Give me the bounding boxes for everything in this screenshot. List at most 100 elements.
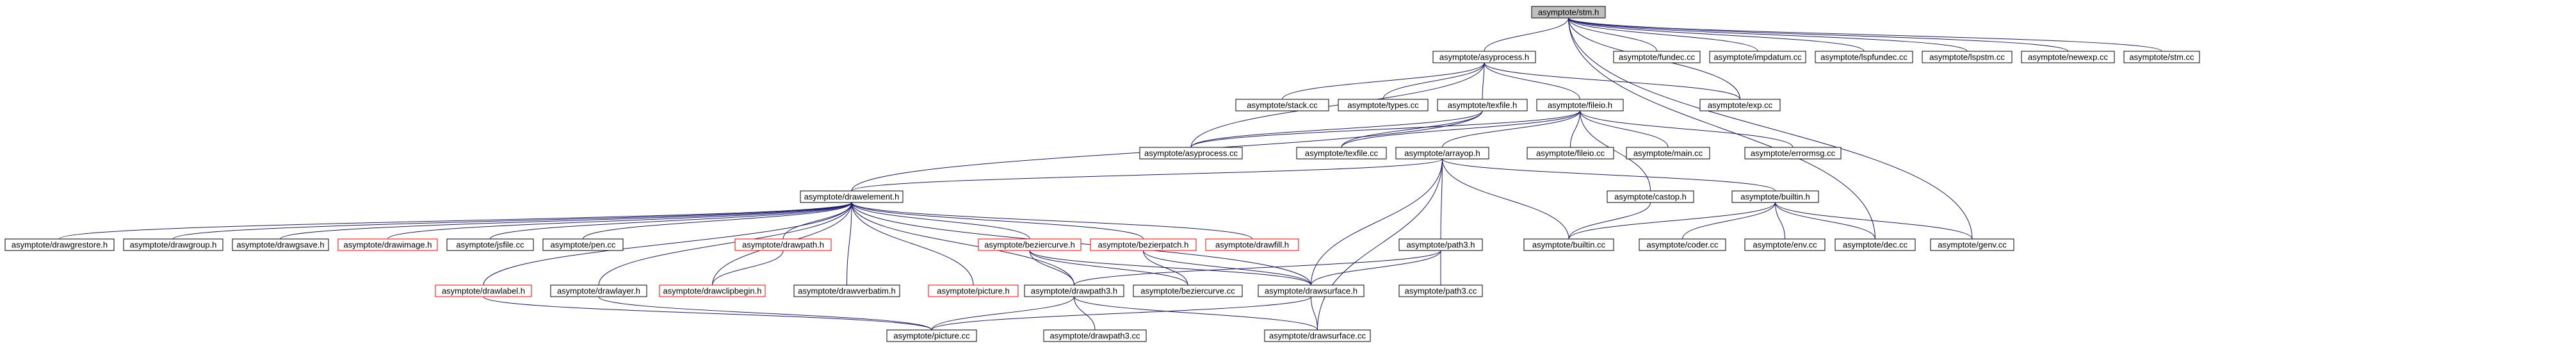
graph-node-label: asymptote/arrayop.h <box>1404 149 1480 158</box>
graph-node-box <box>550 284 647 297</box>
graph-node-beziercurve-h[interactable]: asymptote/beziercurve.h <box>978 238 1081 251</box>
graph-node-picture-cc[interactable]: asymptote/picture.cc <box>886 329 977 342</box>
graph-node-box <box>446 238 534 251</box>
graph-edge-newexp-cc-to-stm-h <box>1566 13 2068 52</box>
graph-node-asyprocess-cc[interactable]: asymptote/asyprocess.cc <box>1139 147 1243 160</box>
graph-node-exp-cc[interactable]: asymptote/exp.cc <box>1699 99 1781 111</box>
graph-node-drawfill-h[interactable]: asymptote/drawfill.h <box>1205 238 1299 251</box>
graph-node-bezierpatch-h[interactable]: asymptote/bezierpatch.h <box>1090 238 1197 251</box>
graph-node-drawsurface-h[interactable]: asymptote/drawsurface.h <box>1258 284 1365 297</box>
graph-node-label: asymptote/fundec.cc <box>1619 53 1696 62</box>
graph-node-builtin-cc[interactable]: asymptote/builtin.cc <box>1523 238 1614 251</box>
graph-edge-fileio-h-to-asyprocess-h <box>1482 58 1580 100</box>
graph-node-label: asymptote/drawpath3.h <box>1031 286 1117 296</box>
graph-edge-drawpath3-h-to-path3-h <box>1074 246 1443 286</box>
graph-node-texfile-cc[interactable]: asymptote/texfile.cc <box>1296 147 1387 160</box>
graph-edge-drawclipbegin-h-to-drawpath-h <box>712 246 786 286</box>
graph-node-label: asymptote/main.cc <box>1633 149 1703 158</box>
graph-edge-texfile-h-to-asyprocess-h <box>1482 58 1487 100</box>
graph-node-fundec-cc[interactable]: asymptote/fundec.cc <box>1613 51 1701 63</box>
graph-node-drawlabel-h[interactable]: asymptote/drawlabel.h <box>435 284 532 297</box>
graph-node-box <box>2021 51 2115 63</box>
graph-node-castop-h[interactable]: asymptote/castop.h <box>1607 190 1694 203</box>
graph-node-stm-h[interactable]: asymptote/stm.h <box>1531 6 1606 19</box>
graph-edge-picture-h-to-drawelement-h <box>849 198 974 286</box>
graph-node-arrayop-h[interactable]: asymptote/arrayop.h <box>1395 147 1489 160</box>
graph-node-drawverbatim-h[interactable]: asymptote/drawverbatim.h <box>793 284 900 297</box>
graph-node-label: asymptote/builtin.cc <box>1532 240 1606 250</box>
graph-node-dec-cc[interactable]: asymptote/dec.cc <box>1835 238 1916 251</box>
graph-node-jsfile-cc[interactable]: asymptote/jsfile.cc <box>446 238 534 251</box>
graph-node-drawgroup-h[interactable]: asymptote/drawgroup.h <box>123 238 223 251</box>
graph-node-box <box>734 238 832 251</box>
graph-node-box <box>1531 6 1606 19</box>
graph-node-stm-cc[interactable]: asymptote/stm.cc <box>2123 51 2200 63</box>
graph-node-errormsg-cc[interactable]: asymptote/errormsg.cc <box>1744 147 1842 160</box>
graph-node-builtin-h[interactable]: asymptote/builtin.h <box>1731 190 1819 203</box>
graph-node-stack-cc[interactable]: asymptote/stack.cc <box>1235 99 1329 111</box>
graph-node-pen-cc[interactable]: asymptote/pen.cc <box>542 238 624 251</box>
graph-node-box <box>1639 238 1726 251</box>
graph-node-box <box>886 329 977 342</box>
graph-edge-picture-cc-to-drawlabel-h <box>481 292 932 331</box>
graph-edge-drawgroup-h-to-drawelement-h <box>173 198 854 240</box>
graph-node-picture-h[interactable]: asymptote/picture.h <box>928 284 1019 297</box>
graph-node-label: asymptote/drawgroup.h <box>130 240 217 250</box>
graph-node-label: asymptote/fileio.cc <box>1536 149 1605 158</box>
graph-edge-drawsurface-cc-to-drawpath3-h <box>1071 292 1318 331</box>
graph-node-box <box>800 190 903 203</box>
graph-node-box <box>1699 99 1781 111</box>
graph-edge-drawpath3-h-to-drawelement-h <box>849 198 1074 286</box>
graph-edge-main-cc-to-fileio-h <box>1577 106 1669 148</box>
graph-node-main-cc[interactable]: asymptote/main.cc <box>1626 147 1710 160</box>
graph-edge-texfile-cc-to-fileio-h <box>1341 106 1583 148</box>
graph-node-beziercurve-cc[interactable]: asymptote/beziercurve.cc <box>1133 284 1243 297</box>
graph-node-newexp-cc[interactable]: asymptote/newexp.cc <box>2021 51 2115 63</box>
graph-edge-beziercurve-cc-to-bezierpatch-h <box>1140 246 1188 286</box>
graph-edge-asyprocess-h-to-stm-h <box>1484 13 1571 52</box>
graph-node-asyprocess-h[interactable]: asymptote/asyprocess.h <box>1432 51 1536 63</box>
graph-node-label: asymptote/asyprocess.cc <box>1144 149 1238 158</box>
graph-node-impdatum-cc[interactable]: asymptote/impdatum.cc <box>1709 51 1806 63</box>
graph-node-fileio-cc[interactable]: asymptote/fileio.cc <box>1527 147 1614 160</box>
graph-node-types-cc[interactable]: asymptote/types.cc <box>1338 99 1429 111</box>
graph-node-drawsurface-cc[interactable]: asymptote/drawsurface.cc <box>1264 329 1371 342</box>
graph-node-box <box>1395 147 1489 160</box>
graph-node-drawlayer-h[interactable]: asymptote/drawlayer.h <box>550 284 647 297</box>
graph-node-lspstm-cc[interactable]: asymptote/lspstm.cc <box>1922 51 2013 63</box>
graph-node-drawpath3-h[interactable]: asymptote/drawpath3.h <box>1024 284 1124 297</box>
node-layer: asymptote/stm.h asymptote/asyprocess.h asy… <box>4 6 2200 342</box>
graph-edge-drawlayer-h-to-drawelement-h <box>598 198 854 286</box>
graph-edge-texfile-cc-to-texfile-h <box>1341 106 1485 148</box>
graph-node-path3-h[interactable]: asymptote/path3.h <box>1398 238 1483 251</box>
graph-edge-drawsurface-h-to-drawelement-h <box>849 198 1311 286</box>
graph-node-drawgsave-h[interactable]: asymptote/drawgsave.h <box>232 238 329 251</box>
graph-node-path3-cc[interactable]: asymptote/path3.cc <box>1398 284 1483 297</box>
graph-node-box <box>337 238 438 251</box>
graph-edge-drawverbatim-h-to-drawelement-h <box>847 198 854 286</box>
graph-node-env-cc[interactable]: asymptote/env.cc <box>1744 238 1826 251</box>
graph-node-drawclipbegin-h[interactable]: asymptote/drawclipbegin.h <box>659 284 766 297</box>
graph-edge-lspfundec-cc-to-stm-h <box>1566 13 1865 52</box>
graph-node-drawpath-h[interactable]: asymptote/drawpath.h <box>734 238 832 251</box>
graph-edge-impdatum-cc-to-stm-h <box>1566 13 1758 52</box>
graph-node-coder-cc[interactable]: asymptote/coder.cc <box>1639 238 1726 251</box>
graph-edge-drawgrestore-h-to-drawelement-h <box>59 198 854 240</box>
graph-node-lspfundec-cc[interactable]: asymptote/lspfundec.cc <box>1815 51 1913 63</box>
graph-edge-errormsg-cc-to-fileio-h <box>1577 106 1794 148</box>
graph-edge-builtin-h-to-arrayop-h <box>1439 154 1776 192</box>
graph-edge-drawsurface-h-to-bezierpatch-h <box>1140 246 1311 286</box>
graph-node-box <box>1090 238 1197 251</box>
graph-edge-drawsurface-h-to-arrayop-h <box>1311 154 1445 286</box>
graph-node-drawimage-h[interactable]: asymptote/drawimage.h <box>337 238 438 251</box>
graph-node-label: asymptote/stm.cc <box>2129 53 2194 62</box>
graph-node-genv-cc[interactable]: asymptote/genv.cc <box>1930 238 2014 251</box>
graph-node-label: asymptote/stm.h <box>1538 8 1599 17</box>
graph-node-fileio-h[interactable]: asymptote/fileio.h <box>1536 99 1624 111</box>
graph-node-drawpath3-cc[interactable]: asymptote/drawpath3.cc <box>1043 329 1147 342</box>
graph-node-label: asymptote/genv.cc <box>1938 240 2007 250</box>
graph-node-drawelement-h[interactable]: asymptote/drawelement.h <box>800 190 903 203</box>
graph-node-drawgrestore-h[interactable]: asymptote/drawgrestore.h <box>4 238 115 251</box>
graph-node-box <box>659 284 766 297</box>
graph-node-texfile-h[interactable]: asymptote/texfile.h <box>1437 99 1528 111</box>
